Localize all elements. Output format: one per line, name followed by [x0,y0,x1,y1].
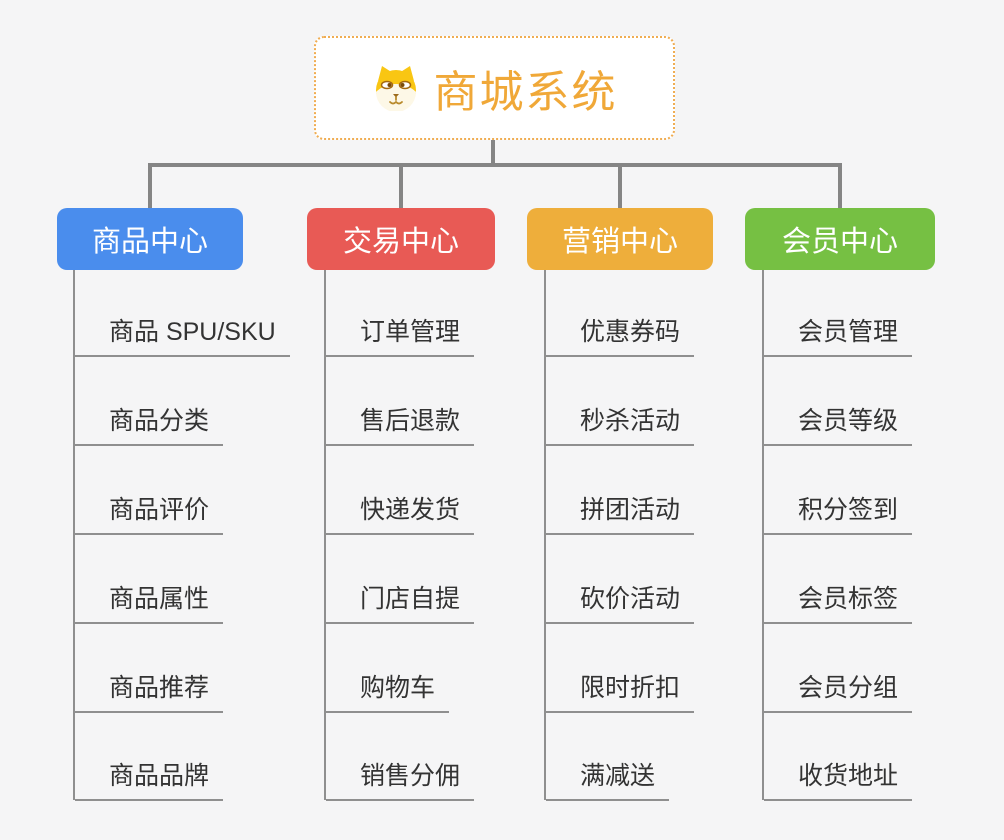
topic-node[interactable]: 会员等级 [764,405,913,446]
branch-header-trade[interactable]: 交易中心 [307,208,495,270]
topic-node[interactable]: 商品 SPU/SKU [75,316,290,357]
topic-node[interactable]: 满减送 [546,760,670,801]
topic-node[interactable]: 会员分组 [764,672,913,713]
topic-node[interactable]: 商品品牌 [75,760,224,801]
topic-node[interactable]: 商品推荐 [75,672,224,713]
branch-column-products: 商品 SPU/SKU 商品分类 商品评价 商品属性 商品推荐 商品品牌 [73,270,315,801]
root-title: 商城系统 [433,68,618,117]
branch-column-trade: 订单管理 售后退款 快递发货 门店自提 购物车 销售分佣 [324,270,566,801]
topic-node[interactable]: 砍价活动 [546,583,695,624]
connector-root-drop [491,140,495,167]
topic-node[interactable]: 购物车 [326,672,450,713]
connector-drop-trade [399,163,403,208]
topic-node[interactable]: 售后退款 [326,405,475,446]
connector-horizontal-bar [148,163,842,167]
topic-node[interactable]: 秒杀活动 [546,405,695,446]
topic-node[interactable]: 商品分类 [75,405,224,446]
topic-node[interactable]: 积分签到 [764,494,913,535]
topic-node[interactable]: 优惠券码 [546,316,695,357]
topic-node[interactable]: 会员管理 [764,316,913,357]
branch-column-members: 会员管理 会员等级 积分签到 会员标签 会员分组 收货地址 [762,270,1004,801]
topic-node[interactable]: 快递发货 [326,494,475,535]
topic-node[interactable]: 销售分佣 [326,760,475,801]
topic-node[interactable]: 收货地址 [764,760,913,801]
root-node[interactable]: 商城系统 [314,36,675,140]
dog-icon [372,65,420,111]
topic-node[interactable]: 会员标签 [764,583,913,624]
topic-node[interactable]: 拼团活动 [546,494,695,535]
topic-node[interactable]: 订单管理 [326,316,475,357]
topic-node[interactable]: 门店自提 [326,583,475,624]
topic-node[interactable]: 限时折扣 [546,672,695,713]
connector-drop-products [148,163,152,208]
topic-node[interactable]: 商品评价 [75,494,224,535]
branch-header-members[interactable]: 会员中心 [745,208,935,270]
topic-node[interactable]: 商品属性 [75,583,224,624]
connector-drop-members [838,163,842,208]
branch-header-marketing[interactable]: 营销中心 [527,208,713,270]
connector-drop-marketing [618,163,622,208]
branch-column-marketing: 优惠券码 秒杀活动 拼团活动 砍价活动 限时折扣 满减送 [544,270,786,801]
branch-header-products[interactable]: 商品中心 [57,208,243,270]
